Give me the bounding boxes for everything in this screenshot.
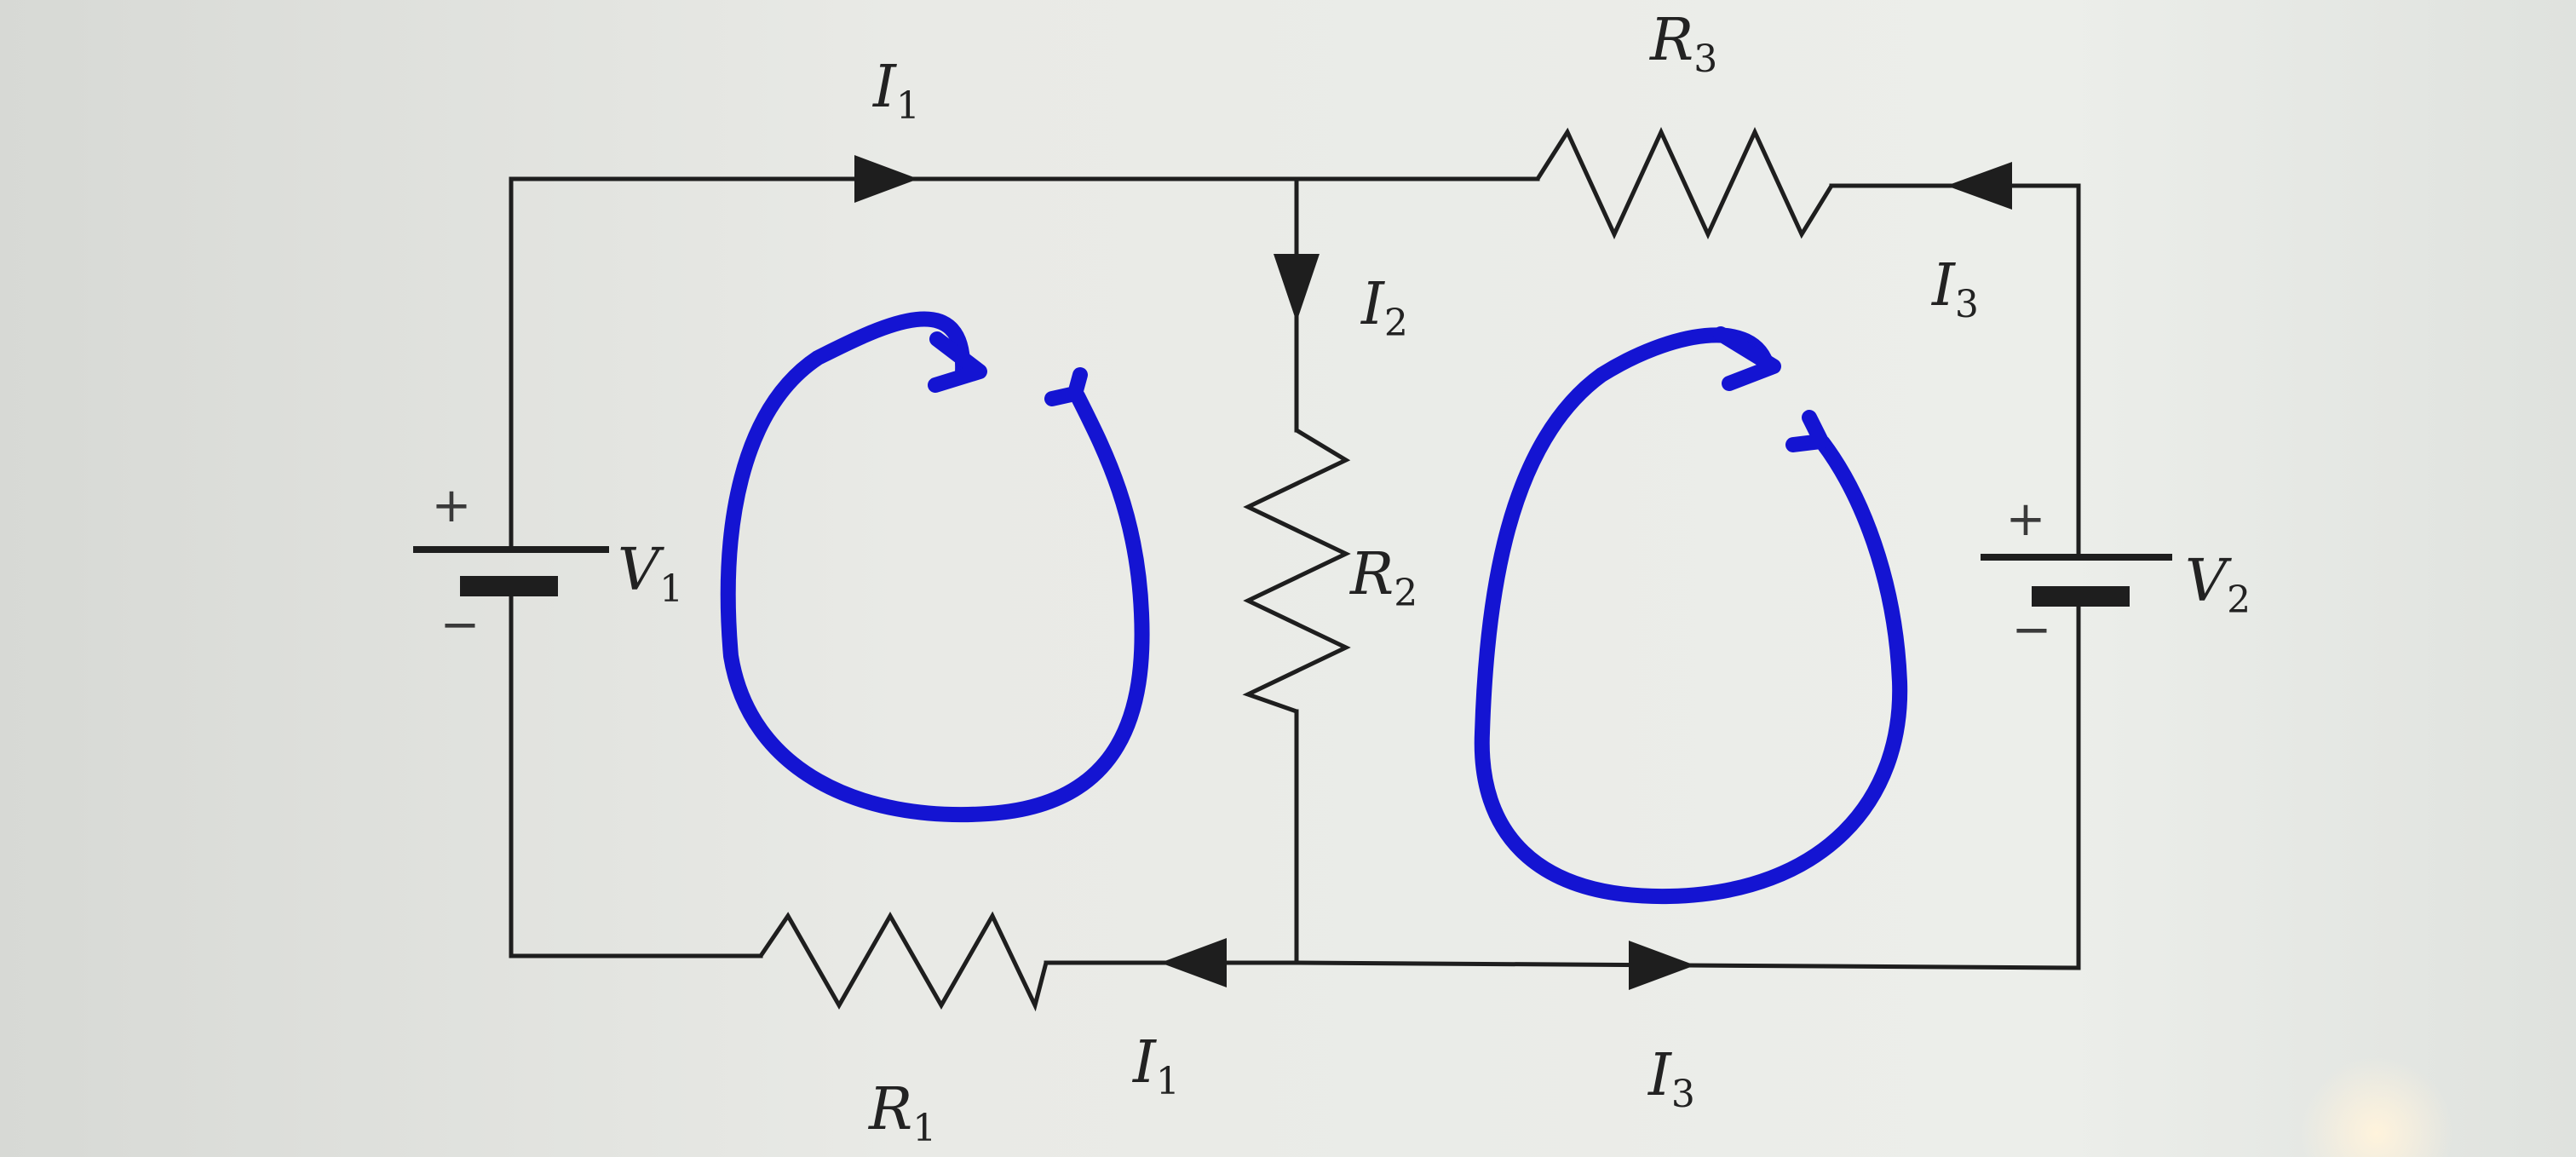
label-r2: R2 [1348,541,1417,615]
resistor-r1 [758,911,1049,1012]
mesh-loop-right [1474,326,1908,905]
arrow-i1-top [854,155,918,203]
label-i3-bottom: I3 [1647,1042,1695,1116]
arrow-i2 [1274,254,1320,322]
label-i3-right: I3 [1930,252,1979,326]
battery-v2 [1981,554,2172,607]
label-v2: V2 [2185,548,2251,622]
arrow-i3-bottom [1629,941,1695,990]
mesh-loop-right-curve [1474,327,1908,905]
label-i2: I2 [1360,271,1408,345]
v2-minus-sign: − [2012,602,2052,658]
light-glare [2300,1056,2453,1157]
label-r1: R1 [867,1076,936,1150]
mesh-loop-left-arrowhead [928,331,987,393]
resistor-r2 [1242,428,1351,714]
label-i1-top: I1 [871,54,920,128]
wire-left-top [509,176,1540,548]
v1-minus-sign: − [440,597,480,653]
mesh-loop-right-arrowhead-2 [1785,410,1829,452]
label-v1: V1 [618,537,683,611]
mesh-loop-left [720,311,1150,822]
v1-plus-sign: + [432,478,472,533]
label-i1-bottom: I1 [1131,1029,1180,1103]
arrow-i3-right [1946,162,2012,210]
battery-v1 [413,546,609,596]
mesh-loop-right-arrowhead [1713,326,1781,391]
mesh-loop-left-curve [720,311,1150,822]
label-r3: R3 [1648,7,1717,81]
wire-bottom-right [1292,604,2081,970]
mesh-loop-left-arrowhead-2 [1044,367,1088,406]
wire-left-bottom [509,585,763,958]
wire-top-right [1829,183,2081,558]
resistor-r3 [1535,126,1834,240]
v2-plus-sign: + [2006,492,2046,547]
arrow-i1-bottom [1160,938,1227,987]
